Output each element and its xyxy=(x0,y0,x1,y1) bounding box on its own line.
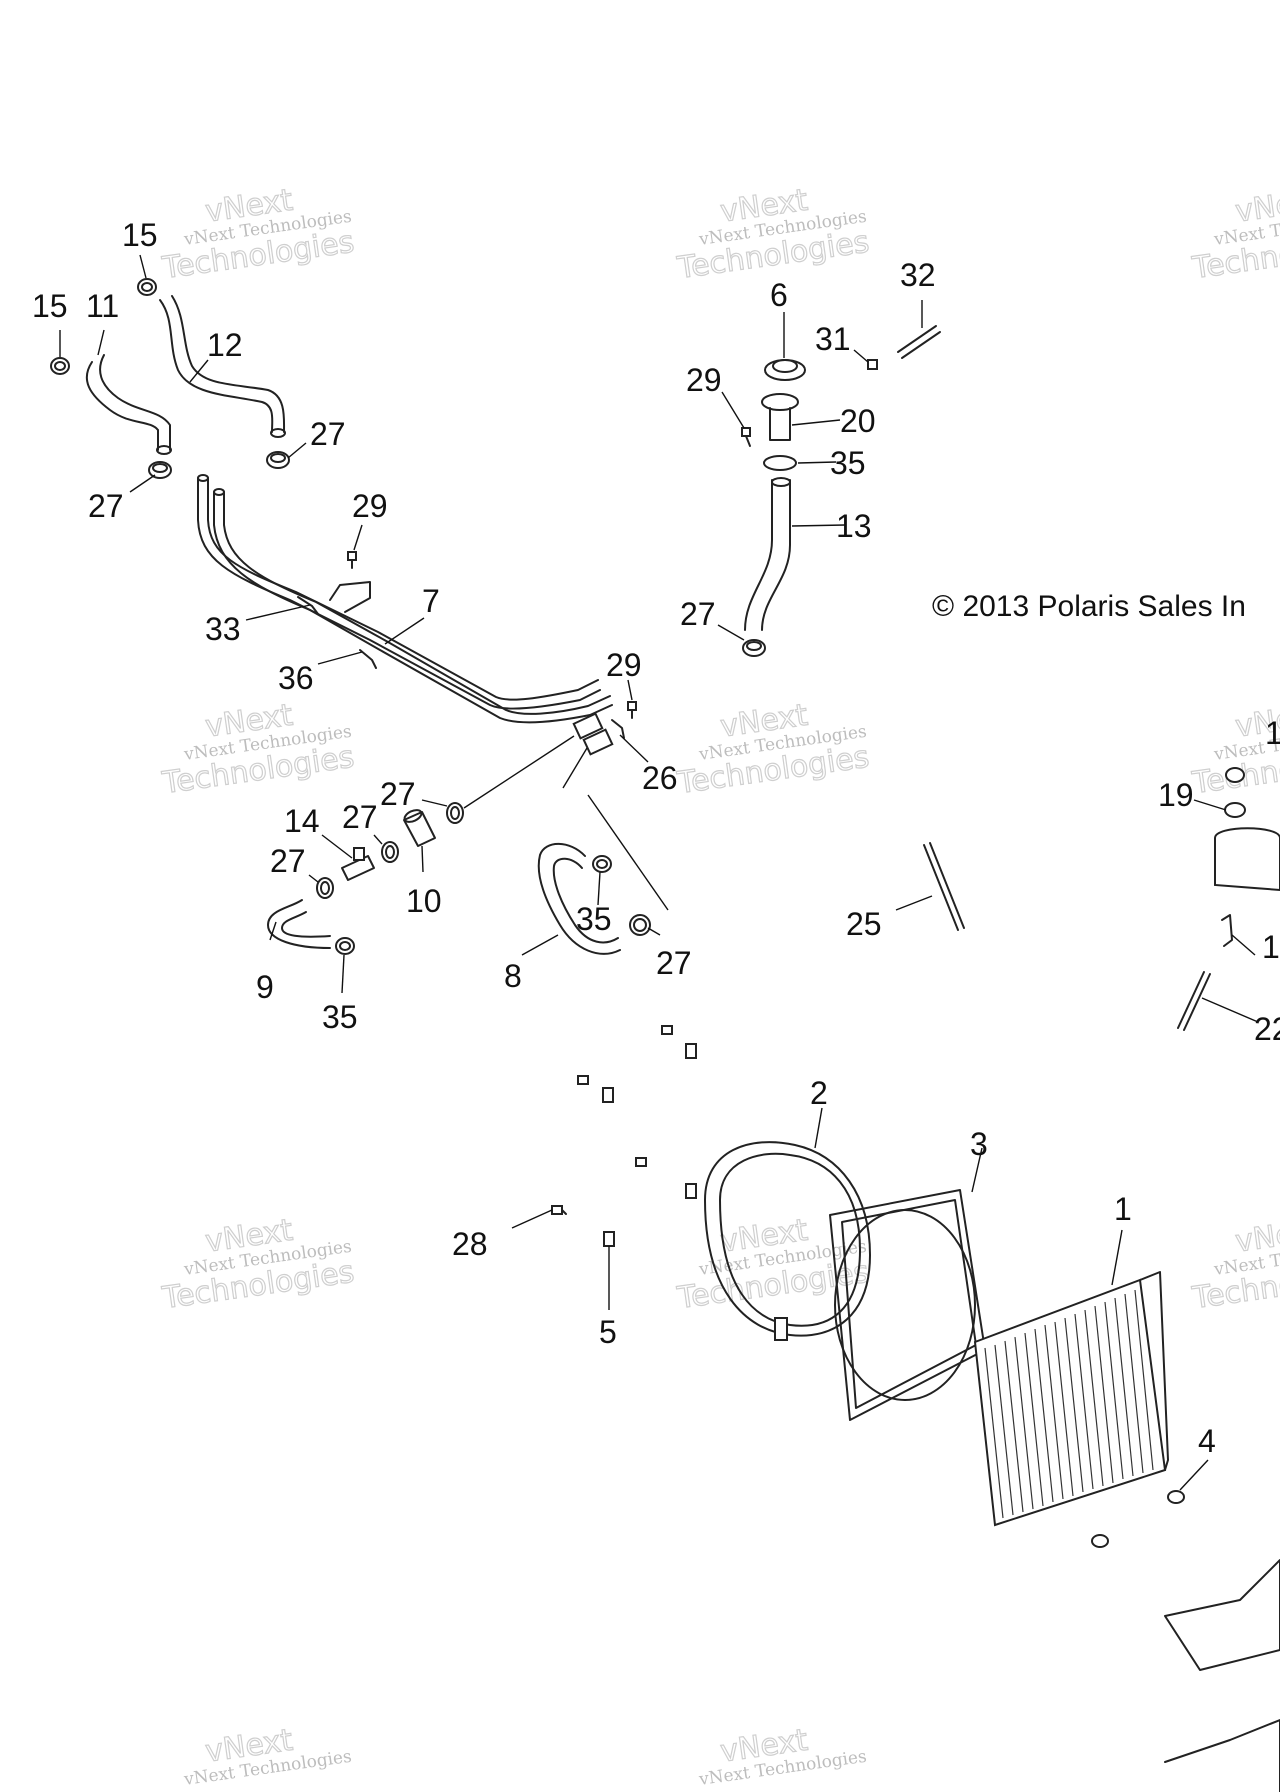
clamp-27-a xyxy=(148,461,172,479)
watermark: vNext vNext Technologies xyxy=(182,1722,353,1790)
callout-32: 32 xyxy=(900,257,936,293)
callout-35: 35 xyxy=(830,445,866,481)
callout-4: 4 xyxy=(1198,1423,1216,1459)
callout-28: 28 xyxy=(452,1226,488,1262)
bolt-29-b xyxy=(627,701,637,719)
radiator-fins xyxy=(984,1289,1154,1519)
callout-8: 8 xyxy=(504,958,522,994)
callout-6: 6 xyxy=(770,277,788,313)
hardware-bolts xyxy=(577,1025,697,1199)
callout-7: 7 xyxy=(422,583,440,619)
callout-27: 27 xyxy=(270,843,306,879)
watermark: vNext vNext Technologies Technologies xyxy=(1189,182,1280,287)
callout-5: 5 xyxy=(599,1314,617,1350)
watermark: vNext vNext Technologies Technologies xyxy=(159,1212,357,1317)
callout-22: 22 xyxy=(1254,1011,1280,1047)
watermark: vNext vNext Technologies Technologies xyxy=(674,182,872,287)
rod-32 xyxy=(897,325,941,359)
hose-8 xyxy=(537,842,621,955)
radiator-cap-6 xyxy=(764,359,806,381)
overflow-bottle xyxy=(1214,767,1280,947)
clamp-35-a xyxy=(335,937,355,955)
callout-36: 36 xyxy=(278,660,314,696)
callout-10: 10 xyxy=(406,883,442,919)
rod-25 xyxy=(923,842,965,931)
callout-33: 33 xyxy=(205,611,241,647)
callout-27: 27 xyxy=(342,799,378,835)
callout-1: 1 xyxy=(1114,1191,1132,1227)
callout-2: 2 xyxy=(810,1075,828,1111)
watermark-group: vNext vNext Technologies Technologies vN… xyxy=(159,182,1280,1790)
callout-29: 29 xyxy=(352,488,388,524)
callout-27: 27 xyxy=(310,416,346,452)
fastener-31 xyxy=(867,359,878,370)
callout-29: 29 xyxy=(686,362,722,398)
clamp-35-c xyxy=(763,455,797,471)
clamp-27-c xyxy=(446,802,464,824)
clamp-27-d xyxy=(381,841,399,863)
fan-shroud-3 xyxy=(829,1189,986,1421)
fan-shroud-2 xyxy=(704,1141,871,1341)
callout-35: 35 xyxy=(322,999,358,1035)
callout-14: 14 xyxy=(284,803,320,839)
tee-fitting-14 xyxy=(341,847,375,881)
callout-15: 15 xyxy=(122,217,158,253)
callouts: 15 15 11 12 27 27 29 33 7 36 29 26 27 14… xyxy=(32,217,1280,1459)
callout-1: 1 xyxy=(1262,929,1280,965)
grommet-4 xyxy=(1091,1490,1185,1548)
callout-31: 31 xyxy=(815,321,851,357)
coolant-pipe-7 xyxy=(197,474,613,724)
hose-13 xyxy=(744,477,791,631)
watermark: vNext vNext Technologies Technologies xyxy=(159,697,357,802)
callout-26: 26 xyxy=(642,760,678,796)
copyright-text: © 2013 Polaris Sales In xyxy=(932,590,1246,623)
coupler-10 xyxy=(403,809,436,847)
callout-11: 11 xyxy=(86,288,119,324)
radiator-1 xyxy=(973,1271,1169,1527)
filler-neck-20 xyxy=(761,393,799,441)
callout-27: 27 xyxy=(680,596,716,632)
callout-25: 25 xyxy=(846,906,882,942)
nut-clip-5 xyxy=(603,1231,615,1247)
clamp-27-e xyxy=(316,877,334,899)
clamp-15-left xyxy=(50,357,70,375)
watermark: vNext vNext Technologies Technologies xyxy=(159,182,357,287)
clamp-35-b xyxy=(592,855,612,873)
clamp-27-b xyxy=(266,451,290,469)
fitting-26 xyxy=(572,712,625,756)
hose-9 xyxy=(267,899,331,949)
bolt-28 xyxy=(551,1205,567,1215)
callout-9: 9 xyxy=(256,969,274,1005)
clamp-27-g xyxy=(742,639,766,657)
callout-1: 1 xyxy=(1265,715,1280,751)
watermark: vNext vNext Technologies Technologies xyxy=(1189,1212,1280,1317)
clamp-27-f xyxy=(629,914,651,936)
callout-27: 27 xyxy=(380,776,416,812)
callout-13: 13 xyxy=(836,508,872,544)
watermark: vNext vNext Technologies Technologies xyxy=(674,697,872,802)
watermark: vNext vNext Technologies xyxy=(697,1722,868,1790)
leader-lines xyxy=(59,254,1259,1491)
callout-29: 29 xyxy=(606,647,642,683)
bolt-29-a xyxy=(347,551,357,569)
callout-12: 12 xyxy=(207,327,243,363)
callout-19: 19 xyxy=(1158,777,1194,813)
callout-20: 20 xyxy=(840,403,876,439)
frame-bracket xyxy=(1164,1559,1280,1792)
callout-3: 3 xyxy=(970,1126,988,1162)
callout-27: 27 xyxy=(656,945,692,981)
clamp-15-top xyxy=(137,278,157,296)
hose-11 xyxy=(85,354,172,455)
rod-22 xyxy=(1177,971,1211,1031)
callout-35: 35 xyxy=(576,901,612,937)
bolt-29-c xyxy=(741,427,751,447)
callout-15: 15 xyxy=(32,288,68,324)
hose-12 xyxy=(159,295,286,438)
callout-27: 27 xyxy=(88,488,124,524)
